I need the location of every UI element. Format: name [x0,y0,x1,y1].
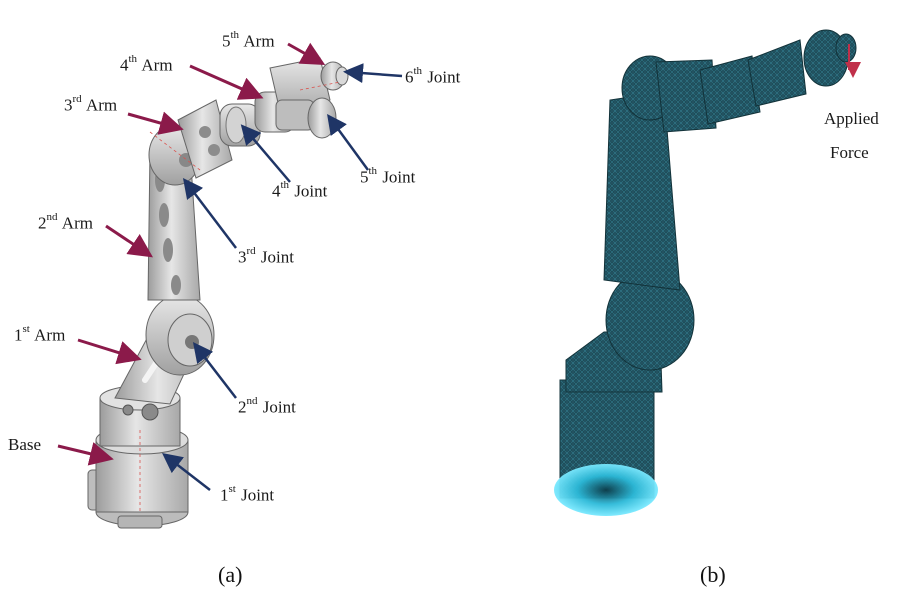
joint-arrows [162,63,403,491]
arm-arrows [57,42,326,466]
label-joint2: 2nd Joint [238,395,296,417]
label-arm5: 5th Arm [222,29,275,51]
label-joint5: 5th Joint [360,165,416,187]
arrow-joint3 [182,178,237,249]
label-arm1: 1st Arm [14,323,66,345]
axis-hints [139,81,341,512]
label-arm4: 4th Arm [120,53,173,75]
arrow-arm1 [77,338,142,365]
mesh-body [559,29,857,499]
label-arm2: 2nd Arm [38,211,93,233]
arrow-arm3 [127,111,184,135]
arrow-arm4 [189,64,264,100]
label-joint6: 6th Joint [405,65,461,87]
arrow-joint5 [327,113,370,171]
arrow-joint4 [240,124,291,183]
arrow-joint1 [162,452,211,491]
arrow-arm2 [105,224,153,258]
mesh-joint6 [835,33,857,63]
arrow-joint2 [192,342,237,399]
robot-arm3 [177,99,233,179]
label-applied-force-line1: Applied [824,109,879,128]
caption-b: (b) [700,562,726,587]
arrow-joint6 [343,63,403,84]
caption-a: (a) [218,562,243,587]
label-applied-force-line2: Force [830,143,869,162]
label-base: Base [8,435,42,454]
arrow-base [57,442,114,466]
label-joint1: 1st Joint [220,483,275,505]
mesh-arm4 [699,55,761,125]
robot-arm5 [269,57,337,139]
fixed-support-region [554,464,658,516]
label-joint3: 3rd Joint [238,245,294,267]
label-joint4: 4th Joint [272,179,328,201]
arrow-arm5 [287,42,326,65]
mesh-arm5 [747,39,807,107]
label-arm3: 3rd Arm [64,93,118,115]
